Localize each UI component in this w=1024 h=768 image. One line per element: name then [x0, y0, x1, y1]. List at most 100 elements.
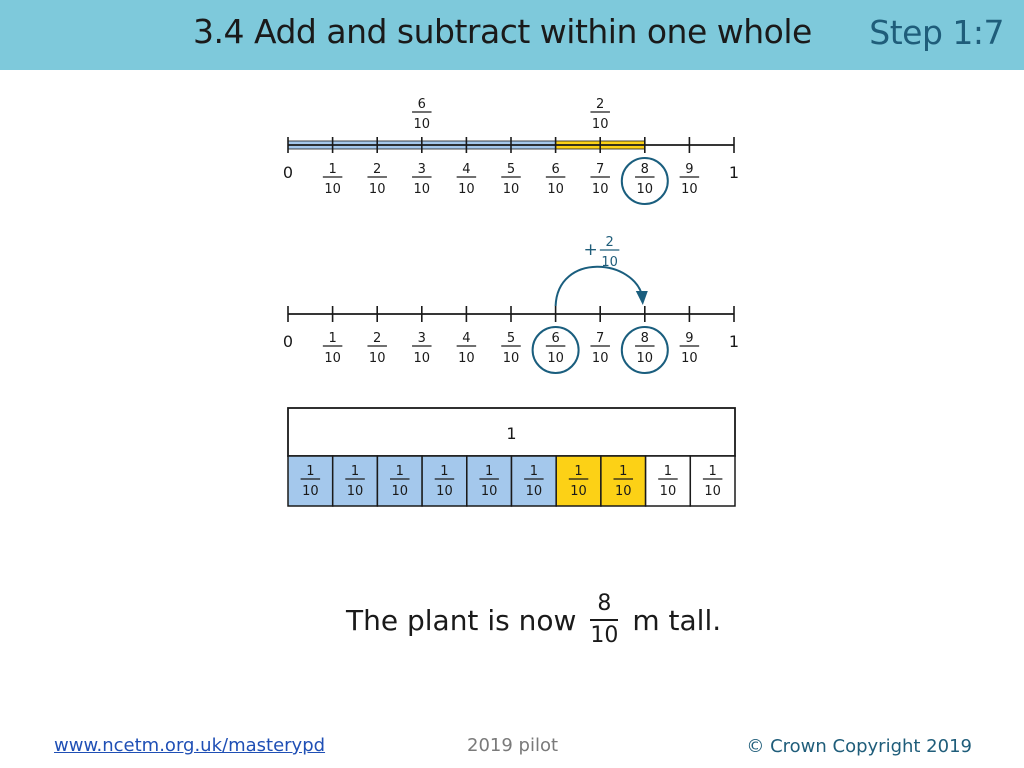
number-line-1-label-4-denominator: 10 [458, 182, 475, 197]
number-line-1-label-9-numerator: 9 [685, 162, 693, 177]
number-line-1-label-9-denominator: 10 [681, 182, 698, 197]
number-line-2-label-9-numerator: 9 [685, 331, 693, 346]
jump-sign: + [583, 240, 597, 260]
number-line-1-segment-label-0-denominator: 10 [414, 117, 431, 132]
number-line-2-label-7-numerator: 7 [596, 331, 604, 346]
bar-model-part-label-2-numerator: 1 [351, 464, 359, 479]
bar-model-part-label-5-numerator: 1 [485, 464, 493, 479]
bar-model-part-label-1: 110 [300, 464, 321, 499]
bar-model-part-label-4-denominator: 10 [436, 484, 453, 499]
bar-model-whole-label: 1 [506, 424, 516, 443]
number-line-2-label-5: 510 [501, 331, 521, 366]
bar-model-part-label-3-numerator: 1 [396, 464, 404, 479]
bar-model-part-label-9-denominator: 10 [660, 484, 677, 499]
number-line-2-label-9-denominator: 10 [681, 351, 698, 366]
pilot-label: 2019 pilot [467, 735, 559, 756]
sentence-after: m tall. [632, 603, 722, 637]
number-line-1-label-2-denominator: 10 [369, 182, 386, 197]
bar-model-part-3 [376, 455, 423, 507]
bar-model-part-1 [287, 455, 334, 507]
sentence-before: The plant is now [346, 603, 577, 637]
jump-label-denominator: 10 [601, 255, 618, 270]
number-line-1-label-1-numerator: 1 [328, 162, 336, 177]
bar-model-part-label-3: 110 [390, 464, 410, 499]
bar-model-part-label-3-denominator: 10 [391, 484, 408, 499]
number-line-2-label-7-denominator: 10 [592, 351, 609, 366]
bar-model-part-10 [689, 455, 736, 507]
bar-model-part-label-1-numerator: 1 [306, 464, 314, 479]
number-line-2-label-3-numerator: 3 [418, 331, 426, 346]
number-line-2-label-4: 410 [456, 331, 477, 366]
bar-model-part-2 [331, 455, 379, 507]
number-line-1-label-8-denominator: 10 [637, 182, 654, 197]
bar-model-part-label-8: 110 [613, 464, 633, 499]
number-line-2-label-9: 910 [679, 331, 700, 366]
answer-sentence: The plant is now 8 10 m tall. [346, 590, 721, 650]
bar-model-part-5 [466, 455, 513, 507]
number-line-1-label-8: 810 [635, 162, 655, 197]
number-line-1-label-7: 710 [590, 162, 610, 197]
bar-model-part-label-10: 110 [702, 464, 723, 499]
number-line-1-segment-label-1: 210 [590, 97, 610, 132]
bar-model-part-label-8-numerator: 1 [619, 464, 627, 479]
bar-model-part-7 [555, 455, 602, 507]
bar-model-part-9 [644, 455, 692, 507]
number-line-2-label-8-denominator: 10 [637, 351, 654, 366]
number-line-2-label-6-denominator: 10 [547, 351, 564, 366]
header-banner: 3.4 Add and subtract within one whole St… [0, 0, 1024, 70]
bar-model-part-label-10-denominator: 10 [704, 484, 721, 499]
answer-denominator: 10 [590, 623, 619, 648]
copyright-label: © Crown Copyright 2019 [746, 736, 972, 757]
number-line-2-label-8: 810 [635, 331, 655, 366]
number-line-1-label-1-denominator: 10 [324, 182, 341, 197]
number-line-2-label-2-denominator: 10 [369, 351, 386, 366]
bar-model-part-label-10-numerator: 1 [709, 464, 717, 479]
ncetm-link[interactable]: www.ncetm.org.uk/masterypd [54, 735, 326, 756]
bar-model-part-label-5: 110 [479, 464, 499, 499]
bar-model-part-label-4: 110 [434, 464, 455, 499]
number-line-2-label-5-denominator: 10 [503, 351, 520, 366]
number-line-2-label-start: 0 [283, 332, 293, 351]
bar-model-part-label-1-denominator: 10 [302, 484, 319, 499]
number-line-2-label-8-numerator: 8 [641, 331, 649, 346]
answer-numerator: 8 [597, 590, 612, 616]
number-line-2-label-5-numerator: 5 [507, 331, 515, 346]
bar-model-part-label-7-numerator: 1 [574, 464, 582, 479]
number-line-1-label-6-denominator: 10 [547, 182, 564, 197]
number-line-1-label-7-denominator: 10 [592, 182, 609, 197]
bar-model-part-label-7-denominator: 10 [570, 484, 587, 499]
number-line-2-label-1-numerator: 1 [328, 331, 336, 346]
number-line-2-label-3: 310 [412, 331, 432, 366]
number-line-1-label-2: 210 [367, 162, 387, 197]
bar-model-part-6 [510, 455, 557, 507]
number-line-2-label-7: 710 [590, 331, 610, 366]
number-line-1-label-start: 0 [283, 163, 293, 182]
jump-label: 210 [599, 235, 620, 270]
answer-fraction: 8 10 [590, 590, 619, 648]
number-line-1-label-2-numerator: 2 [373, 162, 381, 177]
number-line-1-label-end: 1 [729, 163, 739, 182]
number-line-1-label-5-numerator: 5 [507, 162, 515, 177]
bar-model-part-label-6-numerator: 1 [530, 464, 538, 479]
number-line-2-label-4-numerator: 4 [462, 331, 470, 346]
bar-model-part-4 [421, 455, 468, 507]
number-line-1-label-1: 110 [322, 162, 343, 197]
number-line-2-label-4-denominator: 10 [458, 351, 475, 366]
number-line-2-label-2-numerator: 2 [373, 331, 381, 346]
number-line-1-label-5-denominator: 10 [503, 182, 520, 197]
number-line-2-label-2: 210 [367, 331, 387, 366]
number-line-1-label-4-numerator: 4 [462, 162, 470, 177]
number-line-1-label-6: 610 [545, 162, 566, 197]
bar-model-part-label-9: 110 [658, 464, 678, 499]
page-title: 3.4 Add and subtract within one whole [193, 12, 812, 51]
bar-model-part-label-2: 110 [345, 464, 365, 499]
bar-model-part-label-2-denominator: 10 [347, 484, 364, 499]
number-line-1-segment-label-1-denominator: 10 [592, 117, 609, 132]
jump-arrow [554, 265, 644, 307]
number-line-2-circle-6 [531, 326, 580, 374]
bar-model-part-8 [600, 455, 647, 507]
number-line-2-label-1: 110 [322, 331, 343, 366]
number-line-2-label-6-numerator: 6 [551, 331, 559, 346]
bar-model-part-label-7: 110 [568, 464, 589, 499]
